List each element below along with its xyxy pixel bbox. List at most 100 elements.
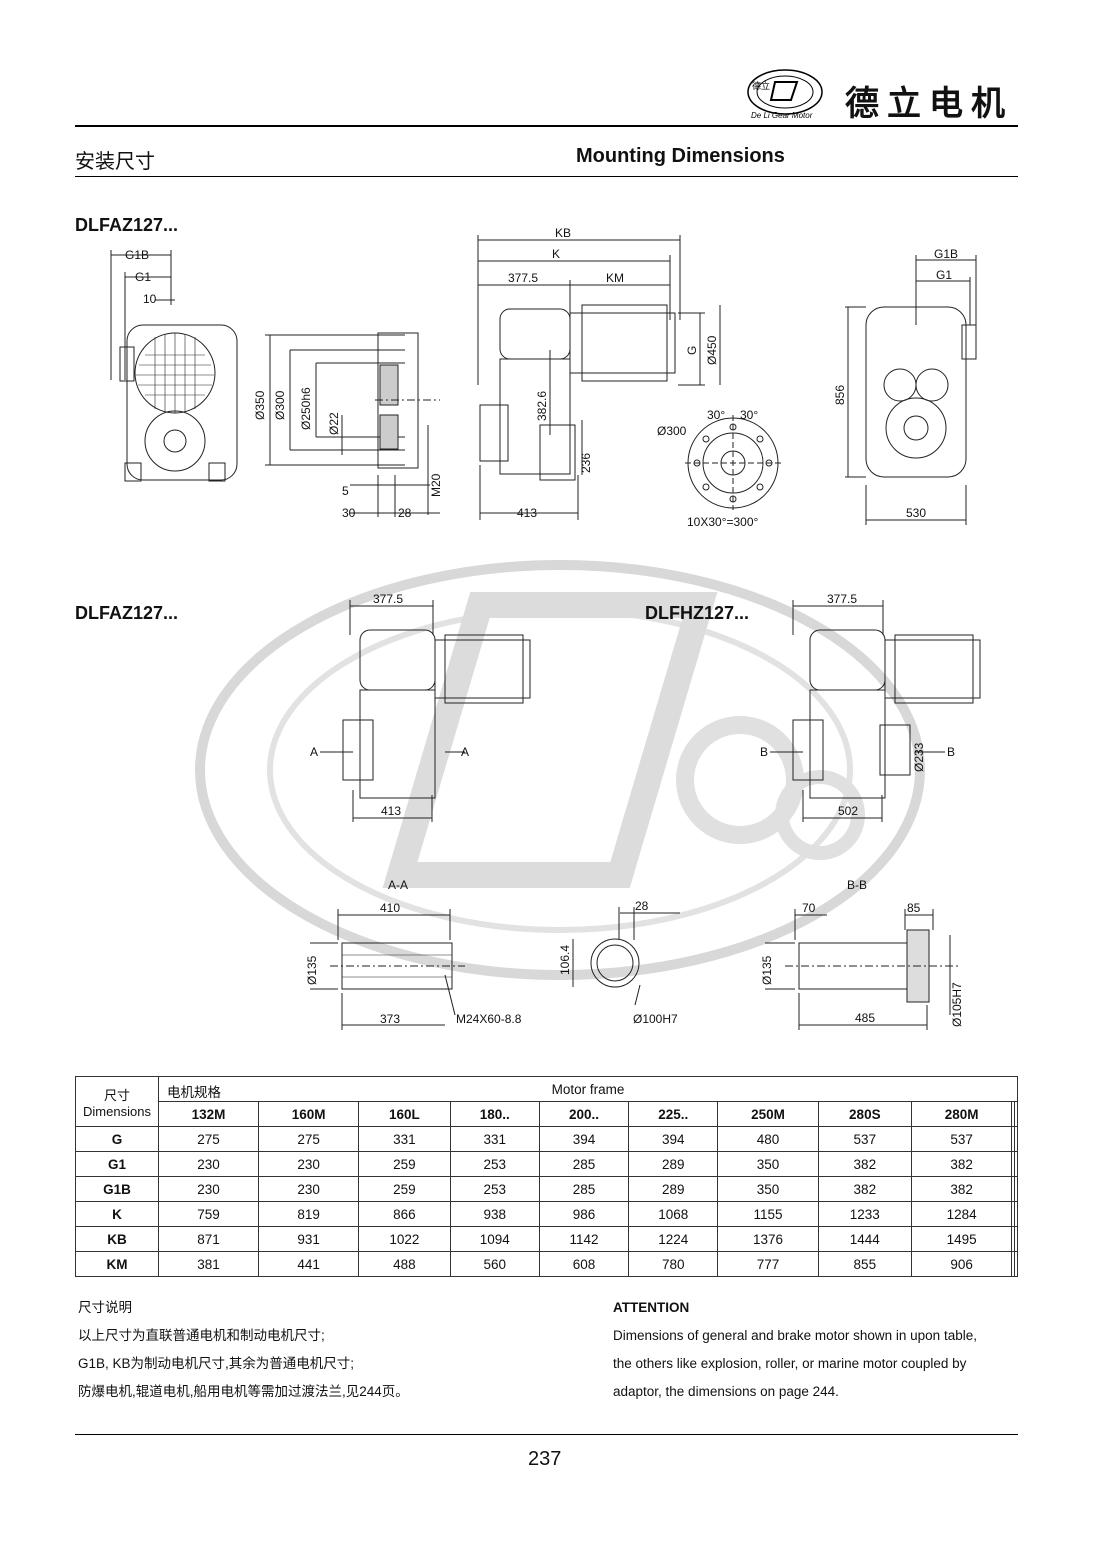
- dim-382-6: 382.6: [535, 391, 549, 421]
- page-number: 237: [528, 1448, 562, 1470]
- model-label-top: DLFAZ127...: [75, 215, 179, 235]
- table-cell: 331: [449, 1126, 540, 1152]
- table-cell: 253: [449, 1151, 540, 1177]
- dim-d105h7: Ø105H7: [950, 982, 964, 1027]
- frame-header-cell: 160L: [358, 1101, 451, 1127]
- table-cell: 480: [717, 1126, 819, 1152]
- table-cell: 537: [817, 1126, 913, 1152]
- notes-cn-title: 尺寸说明: [78, 1300, 132, 1315]
- dim-28-key: 28: [635, 899, 649, 913]
- dim-bolt-pattern: 10X30°=300°: [687, 515, 759, 529]
- frame-header-cell: 132M: [157, 1101, 260, 1127]
- row-header-k: K: [75, 1201, 159, 1227]
- table-cell: 906: [911, 1251, 1013, 1277]
- table-cell: 608: [538, 1251, 630, 1277]
- table-row: G 275 275 331 331 394 394 480 537 537: [75, 1126, 1018, 1152]
- table-cell: 1142: [538, 1226, 630, 1252]
- dim-g: G: [685, 346, 699, 355]
- table-cell: 780: [628, 1251, 719, 1277]
- table-cell: 1068: [628, 1201, 719, 1227]
- title-cn: 安装尺寸: [75, 151, 155, 173]
- table-cell: 1022: [358, 1226, 451, 1252]
- table-cell: 441: [258, 1251, 360, 1277]
- table-cell: 230: [258, 1176, 360, 1202]
- front-view-drawing: G1B G1 10: [110, 248, 238, 482]
- logo-cn-text: 德立: [752, 80, 770, 91]
- table-cell: 819: [258, 1201, 360, 1227]
- table-cell: [1014, 1151, 1018, 1177]
- dlfaz-mid-drawing: 377.5 A A 413: [310, 592, 531, 822]
- table-cell: 253: [449, 1176, 540, 1202]
- footer-rule: [75, 1434, 1018, 1435]
- table-cell: 1444: [817, 1226, 913, 1252]
- brand-name: 德立电机: [845, 84, 1013, 124]
- side-view-drawing: KB K 377.5 KM G Ø450 382.6 236 413: [477, 226, 721, 520]
- frame-header-cell: 200..: [538, 1101, 630, 1127]
- dim-m20: M20: [429, 473, 443, 497]
- dim-106-4: 106.4: [558, 945, 572, 975]
- section-marker-b-left: B: [760, 745, 768, 759]
- header-rule: [75, 125, 1018, 127]
- table-cell: 1233: [817, 1201, 913, 1227]
- table-cell: 394: [628, 1126, 719, 1152]
- notes-en-title: ATTENTION: [613, 1300, 690, 1315]
- row-header-g1: G1: [75, 1151, 159, 1177]
- rear-view-drawing: G1B G1 856 530: [833, 247, 977, 525]
- table-corner-cn: 尺寸: [103, 1087, 130, 1103]
- shaft-bore-drawing: 28 106.4 Ø100H7: [558, 899, 680, 1026]
- frame-header-cell: 280S: [817, 1101, 913, 1127]
- frame-header-row: 132M 160M 160L 180.. 200.. 225.. 250M 28…: [76, 1101, 1018, 1127]
- table-cell: 381: [157, 1251, 260, 1277]
- motor-frame-en: Motor frame: [551, 1081, 625, 1097]
- table-cell: 275: [157, 1126, 260, 1152]
- table-cell: 931: [258, 1226, 360, 1252]
- brand-logo: 德立 De Li Gear Motor: [747, 69, 823, 120]
- dim-g1-rear: G1: [936, 268, 952, 282]
- table-cell: 537: [911, 1126, 1013, 1152]
- dim-413-top: 413: [517, 506, 537, 520]
- dim-485: 485: [855, 1011, 875, 1025]
- dim-30: 30: [342, 506, 356, 520]
- notes-en-line: adaptor, the dimensions on page 244.: [613, 1384, 839, 1399]
- table-cell: 777: [717, 1251, 819, 1277]
- row-header-km: KM: [75, 1251, 159, 1277]
- notes-cn-line: G1B, KB为制动电机尺寸,其余为普通电机尺寸;: [78, 1356, 355, 1371]
- dim-d450: Ø450: [705, 335, 719, 365]
- dim-856: 856: [833, 385, 847, 405]
- table-cell: [1014, 1176, 1018, 1202]
- table-cell: [1014, 1226, 1018, 1252]
- table-cell: 560: [449, 1251, 540, 1277]
- table-cell: 855: [817, 1251, 913, 1277]
- model-label-mid-left: DLFAZ127...: [75, 603, 179, 623]
- table-cell: 350: [717, 1176, 819, 1202]
- table-cell: 230: [157, 1176, 260, 1202]
- table-cell: 350: [717, 1151, 819, 1177]
- table-cell: 382: [817, 1176, 913, 1202]
- frame-header-cell: 225..: [628, 1101, 719, 1127]
- dim-d300: Ø300: [273, 390, 287, 420]
- notes-cn: 尺寸说明 以上尺寸为直联普通电机和制动电机尺寸; G1B, KB为制动电机尺寸,…: [78, 1294, 538, 1406]
- dim-d350: Ø350: [253, 390, 267, 420]
- dim-377-5-b: 377.5: [827, 592, 857, 606]
- table-cell: 275: [258, 1126, 360, 1152]
- dim-373: 373: [380, 1012, 400, 1026]
- dim-km: KM: [606, 271, 624, 285]
- dim-236: 236: [579, 453, 593, 473]
- table-cell: 289: [628, 1176, 719, 1202]
- dim-g1b-rear: G1B: [934, 247, 958, 261]
- dim-410: 410: [380, 901, 400, 915]
- row-header-kb: KB: [75, 1226, 159, 1252]
- table-cell: 1155: [717, 1201, 819, 1227]
- table-row: KM 381 441 488 560 608 780 777 855 906: [75, 1251, 1018, 1277]
- motor-frame-cn: 电机规格: [167, 1085, 221, 1100]
- notes-cn-line: 以上尺寸为直联普通电机和制动电机尺寸;: [78, 1328, 325, 1343]
- section-title-b-b: B-B: [847, 878, 867, 892]
- notes-en: ATTENTION Dimensions of general and brak…: [613, 1294, 1033, 1406]
- section-title-a-a: A-A: [388, 878, 408, 892]
- table-corner-en: Dimensions: [83, 1103, 151, 1119]
- table-row: G1B 230 230 259 253 285 289 350 382 382: [75, 1176, 1018, 1202]
- section-marker-b-right: B: [947, 745, 955, 759]
- table-cell: [1014, 1251, 1018, 1277]
- dim-28: 28: [398, 506, 412, 520]
- table-cell: [1014, 1126, 1018, 1152]
